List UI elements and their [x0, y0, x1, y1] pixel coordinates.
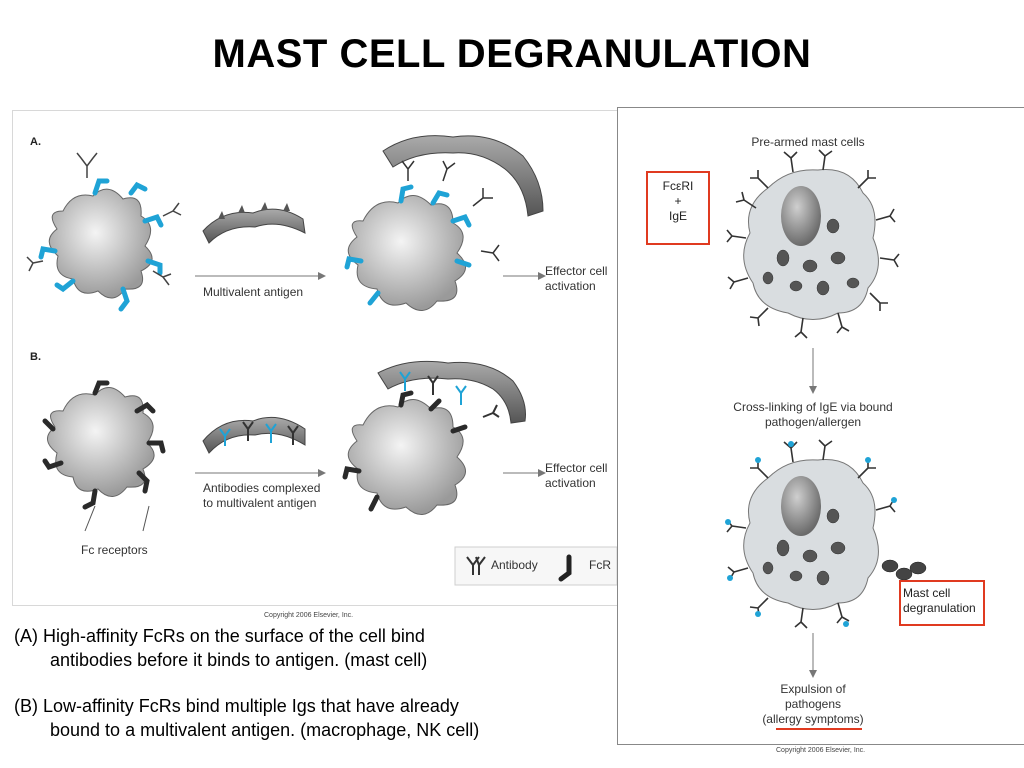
left-figure-panel: A. B. Multivalent antigen Effector cell …: [12, 110, 618, 606]
right-figure-drawing: [725, 149, 927, 678]
page-title: MAST CELL DEGRANULATION: [212, 32, 812, 76]
crosslink-line1: Cross-linking of IgE via bound: [733, 400, 893, 414]
expulsion-line1: Expulsion of: [780, 682, 846, 696]
effector-cell-activation-a: Effector cell activation: [545, 264, 608, 293]
degranulation-box: Mast cell degranulation: [899, 580, 985, 626]
fcr-high-affinity-group-a2: [344, 184, 472, 306]
fceri-ige-box: FcεRI + IgE: [646, 171, 710, 245]
effector-cell-activation-b: Effector cell activation: [545, 461, 608, 490]
antibodies-complexed-line2: to multivalent antigen: [203, 496, 317, 510]
pointer-fc-receptors-1: [84, 505, 96, 532]
antibodies-complexed-line1: Antibodies complexed: [203, 481, 321, 495]
right-copyright: Copyright 2006 Elsevier, Inc.: [776, 747, 866, 754]
fcr-high-affinity-group-a1: [38, 178, 164, 312]
allergen-markers: [725, 441, 897, 627]
granules-2: [762, 508, 846, 586]
section-a-label: A.: [30, 136, 41, 148]
right-figure-panel: Pre-armed mast cells FcεRI + IgE Cross-l…: [617, 107, 1024, 745]
cell-a1: [48, 188, 153, 299]
antigen-epitopes-a: [218, 202, 290, 219]
caption-a-line1: (A) High-affinity FcRs on the surface of…: [14, 626, 425, 646]
degran-line1: Mast cell: [903, 586, 951, 600]
bound-antibodies-b-blue: [399, 371, 467, 405]
multivalent-antigen-a: [202, 208, 306, 244]
multivalent-antigen-label: Multivalent antigen: [203, 285, 304, 299]
section-b-label: B.: [30, 351, 41, 363]
granules-1: [762, 218, 860, 296]
antibody-antigen-complex-b: [202, 416, 306, 454]
nucleus-2: [781, 476, 821, 536]
fceri-line3: IgE: [668, 209, 687, 223]
crosslinked-mast-cell: [743, 458, 879, 610]
caption-b-line2: bound to a multivalent antigen. (macroph…: [50, 720, 480, 740]
cell-b1: [47, 387, 155, 497]
cell-a2: [347, 195, 466, 311]
antibody-icon: [466, 556, 486, 575]
caption-b: (B) Low-affinity FcRs bind multiple Igs …: [14, 694, 614, 742]
fcr-low-affinity-group-b2: [342, 390, 468, 512]
complexed-antibodies-blue: [219, 423, 277, 446]
fcr-icon: [558, 554, 572, 582]
fcr-low-affinity-group-b1: [42, 380, 166, 510]
pointer-fc-receptors-2: [142, 505, 150, 532]
nucleus-1: [781, 186, 821, 246]
expulsion-line2: pathogens: [784, 697, 842, 711]
complexed-antibodies-dark: [242, 421, 299, 445]
legend-box: [454, 546, 618, 586]
antibody-group-a1: [26, 152, 182, 286]
caption-a-line2: antibodies before it binds to antigen. (…: [50, 650, 428, 670]
fc-receptors-label: Fc receptors: [81, 543, 148, 557]
antibody-group-a2: [401, 160, 500, 262]
bound-antigen-a: [382, 135, 544, 217]
fceri-line1: FcεRI: [662, 179, 694, 193]
pre-armed-mast-cell: [743, 168, 879, 320]
caption-b-line1: (B) Low-affinity FcRs bind multiple Igs …: [14, 696, 459, 716]
fceri-line2: +: [674, 194, 682, 208]
released-granules: [881, 559, 927, 581]
ige-antibodies-1: [726, 149, 900, 339]
bound-antibodies-b-dark: [427, 375, 500, 418]
crosslink-line2: pathogen/allergen: [764, 415, 862, 429]
expulsion-line3: (allergy symptoms): [762, 712, 864, 726]
allergy-underline: [776, 728, 862, 730]
degran-line2: degranulation: [903, 601, 976, 615]
legend-fcr-label: FcR: [589, 558, 611, 572]
cell-b2: [347, 399, 466, 515]
legend-antibody-label: Antibody: [491, 558, 538, 572]
left-copyright: Copyright 2006 Elsevier, Inc.: [264, 612, 354, 619]
pre-armed-label: Pre-armed mast cells: [751, 135, 865, 149]
bound-antigen-b: [377, 360, 526, 424]
caption-a: (A) High-affinity FcRs on the surface of…: [14, 624, 614, 672]
left-figure-drawing: [26, 135, 618, 586]
